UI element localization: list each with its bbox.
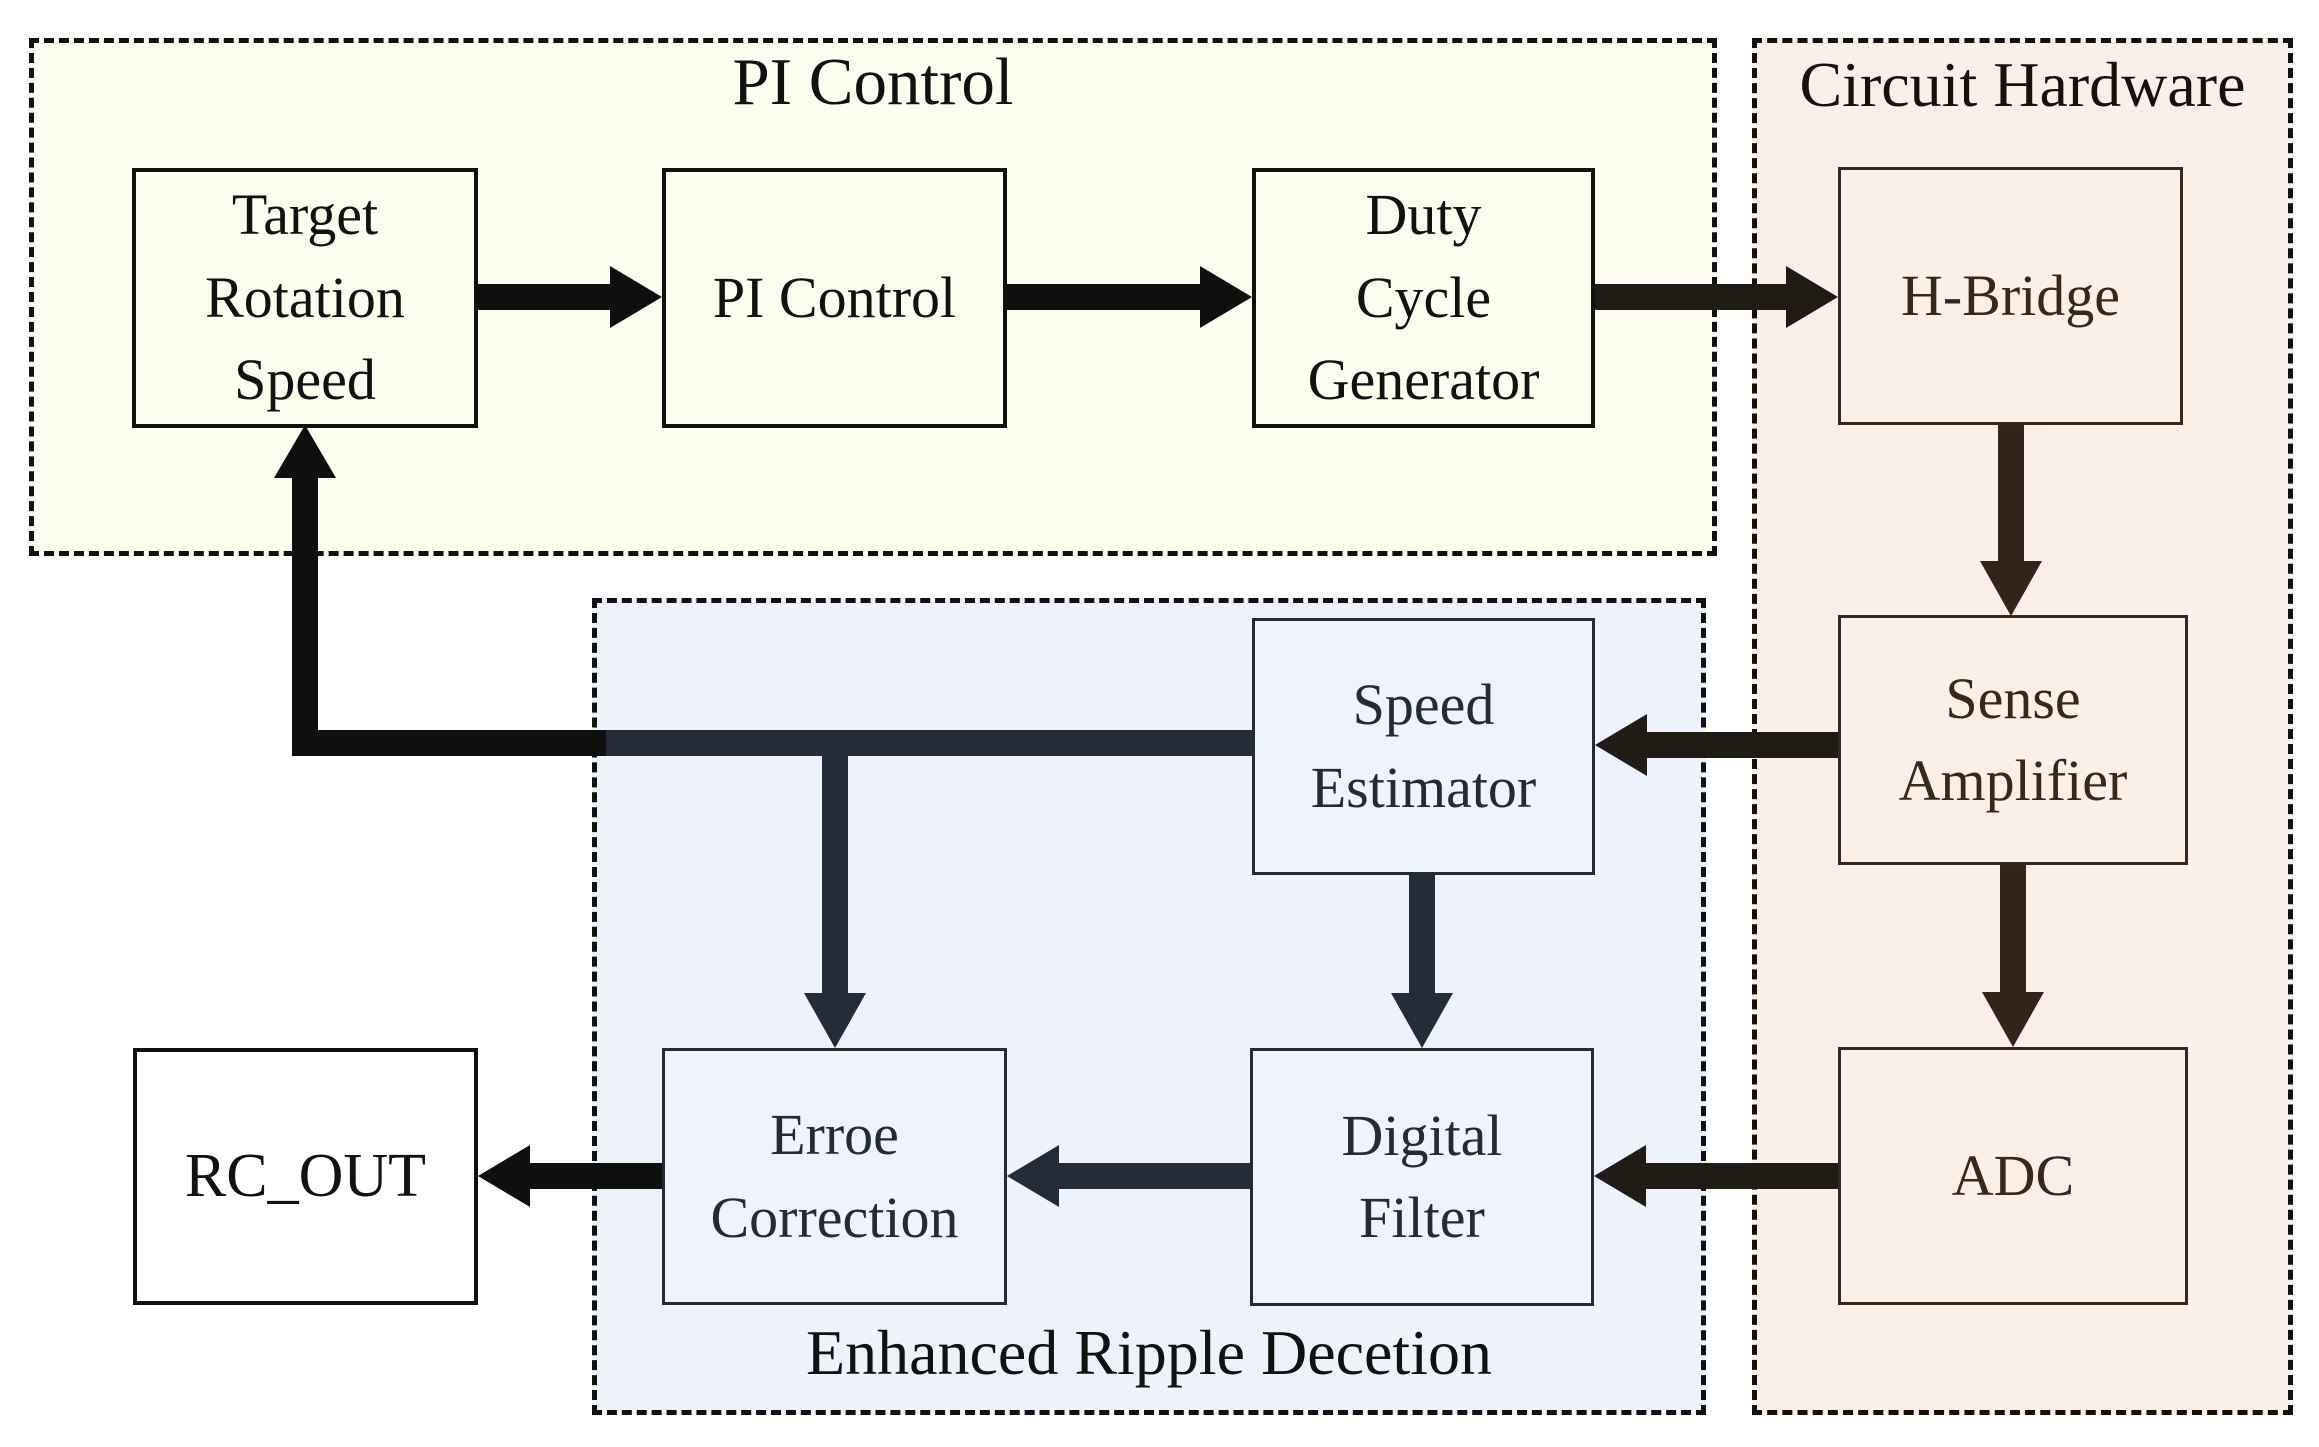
block-h-bridge: H-Bridge bbox=[1838, 167, 2183, 425]
arrow-head bbox=[1200, 266, 1252, 328]
block-pi-control: PI Control bbox=[662, 168, 1007, 428]
arrow-head bbox=[1391, 993, 1453, 1048]
arrow-head bbox=[478, 1145, 530, 1207]
block-adc: ADC bbox=[1838, 1047, 2188, 1305]
arrow-shaft bbox=[292, 730, 606, 756]
arrow-head bbox=[1594, 1145, 1646, 1207]
arrow-shaft bbox=[600, 730, 1252, 756]
arrow-shaft bbox=[2000, 865, 2026, 994]
arrow-shaft bbox=[528, 1163, 662, 1189]
arrow-head bbox=[1982, 992, 2044, 1047]
arrow-shaft bbox=[1409, 875, 1435, 995]
block-speed-estimator: Speed Estimator bbox=[1252, 618, 1595, 875]
block-rc-out: RC_OUT bbox=[133, 1048, 478, 1305]
block-duty-cycle-generator: Duty Cycle Generator bbox=[1252, 168, 1595, 428]
block-digital-filter: Digital Filter bbox=[1250, 1048, 1594, 1306]
block-sense-amplifier: Sense Amplifier bbox=[1838, 615, 2188, 865]
block-target-rotation-speed: Target Rotation Speed bbox=[132, 168, 478, 428]
arrow-head bbox=[1595, 714, 1647, 776]
arrow-shaft bbox=[292, 476, 318, 756]
arrow-head bbox=[610, 266, 662, 328]
region-title-circuit-hardware: Circuit Hardware bbox=[1799, 49, 2246, 120]
arrow-shaft bbox=[1057, 1163, 1250, 1189]
arrow-head bbox=[804, 993, 866, 1048]
arrow-head bbox=[1786, 266, 1838, 328]
arrow-shaft bbox=[1645, 732, 1838, 758]
region-title-enhanced-ripple-detection: Enhanced Ripple Decetion bbox=[806, 1317, 1492, 1388]
arrow-head bbox=[274, 425, 336, 478]
arrow-shaft bbox=[1644, 1163, 1838, 1189]
arrow-head bbox=[1980, 561, 2042, 616]
arrow-shaft bbox=[1998, 425, 2024, 563]
arrow-head bbox=[1007, 1145, 1059, 1207]
arrow-shaft bbox=[1595, 284, 1788, 310]
arrow-shaft bbox=[822, 742, 848, 995]
arrow-shaft bbox=[478, 284, 612, 310]
arrow-shaft bbox=[1007, 284, 1202, 310]
region-title-pi-control: PI Control bbox=[732, 45, 1014, 119]
block-error-correction: Erroe Correction bbox=[662, 1048, 1007, 1305]
